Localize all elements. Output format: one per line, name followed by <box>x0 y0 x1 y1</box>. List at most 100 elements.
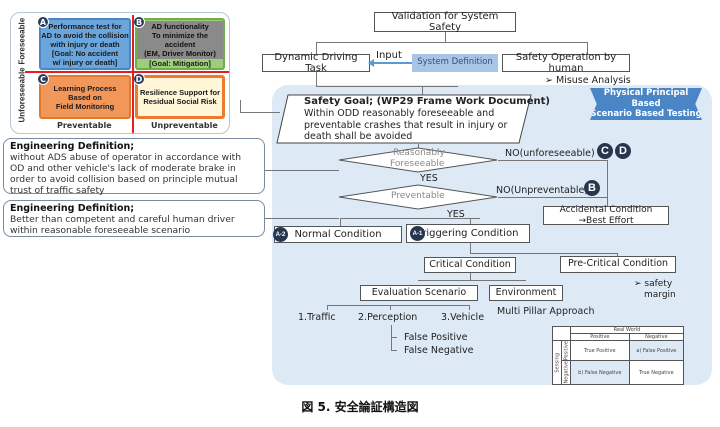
quadrant-b-line: (EM, Driver Monitor) <box>144 48 216 58</box>
connector <box>469 305 470 310</box>
matrix-row-positive: Positive <box>561 340 571 361</box>
triggering-condition-label: Triggering Condition <box>417 227 519 239</box>
connector <box>316 86 458 87</box>
multi-pillar-label: Multi Pillar Approach <box>497 306 595 317</box>
engineering-definition-1: Engineering Definition; without ADS abus… <box>3 138 265 197</box>
yes-label: YES <box>447 209 465 220</box>
quadrant-d-line: Residual Social Risk <box>143 97 217 106</box>
arrow-head-icon <box>368 59 374 67</box>
engineering-definition-body: Better than competent and careful human … <box>10 214 235 237</box>
matrix-real-world: Real World <box>570 326 684 334</box>
matrix-row-negative: Negative <box>561 360 571 385</box>
engineering-definition-title: Engineering Definition; <box>10 203 135 214</box>
connector <box>340 218 341 226</box>
connector <box>316 42 317 54</box>
preventable-diamond <box>338 184 498 210</box>
decision-foreseeable-line: Foreseeable <box>390 159 445 169</box>
safety-goal-line: death shall be avoided <box>304 131 413 142</box>
badge-c: C <box>37 73 49 85</box>
connector <box>498 197 608 198</box>
row-label-unforeseeable: Unforeseeable <box>17 67 27 123</box>
quadrant-a: Performance test for AD to avoid the col… <box>39 18 131 70</box>
badge-d-icon: D <box>615 143 631 159</box>
input-label: Input <box>376 50 402 61</box>
badge-d: D <box>133 73 145 85</box>
connector <box>316 72 317 86</box>
quadrant-a-line: Performance test for <box>48 21 122 31</box>
matrix-false-positive: a) False Positive <box>628 339 685 362</box>
col-label-preventable: Preventable <box>57 121 112 130</box>
connector <box>607 160 608 206</box>
badge-a: A <box>37 16 49 28</box>
connector <box>470 243 471 253</box>
connector <box>265 218 339 219</box>
quadrant-b-goal: [Goal: Mitigation] <box>149 58 211 68</box>
quadrant-a-line: w/ injury or death] <box>52 57 118 67</box>
yes-label: YES <box>420 173 438 184</box>
quadrant-b: AD functionality To minimize the acciden… <box>135 18 225 70</box>
normal-condition-label: Normal Condition <box>294 228 382 240</box>
triggering-condition-box: Triggering Condition <box>406 224 530 243</box>
connector <box>391 350 397 351</box>
foreseeable-diamond <box>338 147 498 173</box>
connector <box>327 305 328 310</box>
matrix-sensing: Sensing <box>552 340 562 385</box>
quadrant-b-line: AD functionality <box>151 21 209 31</box>
quadrant-c-line: Based on <box>68 92 102 102</box>
dynamic-driving-task-box: Dynamic Driving Task <box>262 52 370 74</box>
quadrant-a-line: with injury or death <box>50 39 120 49</box>
confusion-matrix: Real World Positive Negative Sensing Pos… <box>552 326 685 385</box>
connector <box>327 305 470 306</box>
no-unforeseeable-label: NO(unforeseeable) <box>505 148 595 159</box>
row-label-foreseeable: Foreseeable <box>17 17 27 65</box>
matrix-true-negative: True Negative <box>628 360 685 385</box>
connector <box>240 100 241 112</box>
quadrant-c-line: Learning Process <box>53 83 117 93</box>
ribbon-line: Physical Principal Based <box>603 88 689 109</box>
ribbon-line: Scenario Based Testing <box>590 109 702 120</box>
engineering-definition-2: Engineering Definition; Better than comp… <box>3 200 265 237</box>
connector <box>316 42 588 43</box>
quadrant-d-line: Resilience Support for <box>139 88 220 97</box>
engineering-definition-title: Engineering Definition; <box>10 141 135 152</box>
connector <box>498 160 608 161</box>
matrix-col-positive: Positive <box>570 333 630 341</box>
col-label-unpreventable: Unpreventable <box>151 121 218 130</box>
environment-box: Environment <box>489 285 563 301</box>
badge-b-icon: B <box>584 180 600 196</box>
accidental-line: Accidental Condition <box>559 205 653 216</box>
connector <box>391 337 397 338</box>
validation-box: Validation for System Safety <box>374 11 516 33</box>
connector <box>470 253 618 254</box>
quadrant-a-line: AD to avoid the collision <box>41 30 129 40</box>
badge-a1-icon: A-1 <box>410 226 425 241</box>
scenario-traffic: 1.Traffic <box>298 312 336 323</box>
quadrant-b-box: AD functionality To minimize the acciden… <box>137 20 223 59</box>
badge-b: B <box>133 16 145 28</box>
system-definition-box: System Definition <box>412 54 498 72</box>
badge-a2-icon: A-2 <box>273 227 288 242</box>
decision-preventable: Preventable <box>391 191 445 201</box>
quadrant-h-divider <box>25 71 229 73</box>
quadrant-b-line: To minimize the accident <box>151 30 209 49</box>
figure-caption: 図 5. 安全論証構造図 <box>301 400 419 414</box>
matrix-true-positive: True Positive <box>570 339 630 362</box>
connector <box>390 305 391 310</box>
safety-goal-shape <box>276 94 532 144</box>
quadrant-d: Resilience Support for Residual Social R… <box>135 75 225 119</box>
connector <box>240 112 280 113</box>
input-arrow <box>372 62 412 64</box>
badge-c-icon: C <box>597 143 613 159</box>
safety-margin-line: ➢ safety <box>634 279 673 289</box>
connector <box>470 218 471 226</box>
scenario-perception: 2.Perception <box>358 312 418 323</box>
matrix-false-negative: b) False Negative <box>570 360 630 385</box>
quadrant-v-divider <box>132 15 134 133</box>
safety-operation-box: Safety Operation by human <box>502 52 630 74</box>
connector <box>470 273 471 280</box>
safety-goal-title: Safety Goal; (WP29 Frame Work Document) <box>304 96 550 107</box>
normal-condition-box: Normal Condition <box>274 226 402 243</box>
false-negative-label: False Negative <box>404 345 474 356</box>
engineering-definition-body: without ADS abuse of operator in accorda… <box>10 152 242 197</box>
